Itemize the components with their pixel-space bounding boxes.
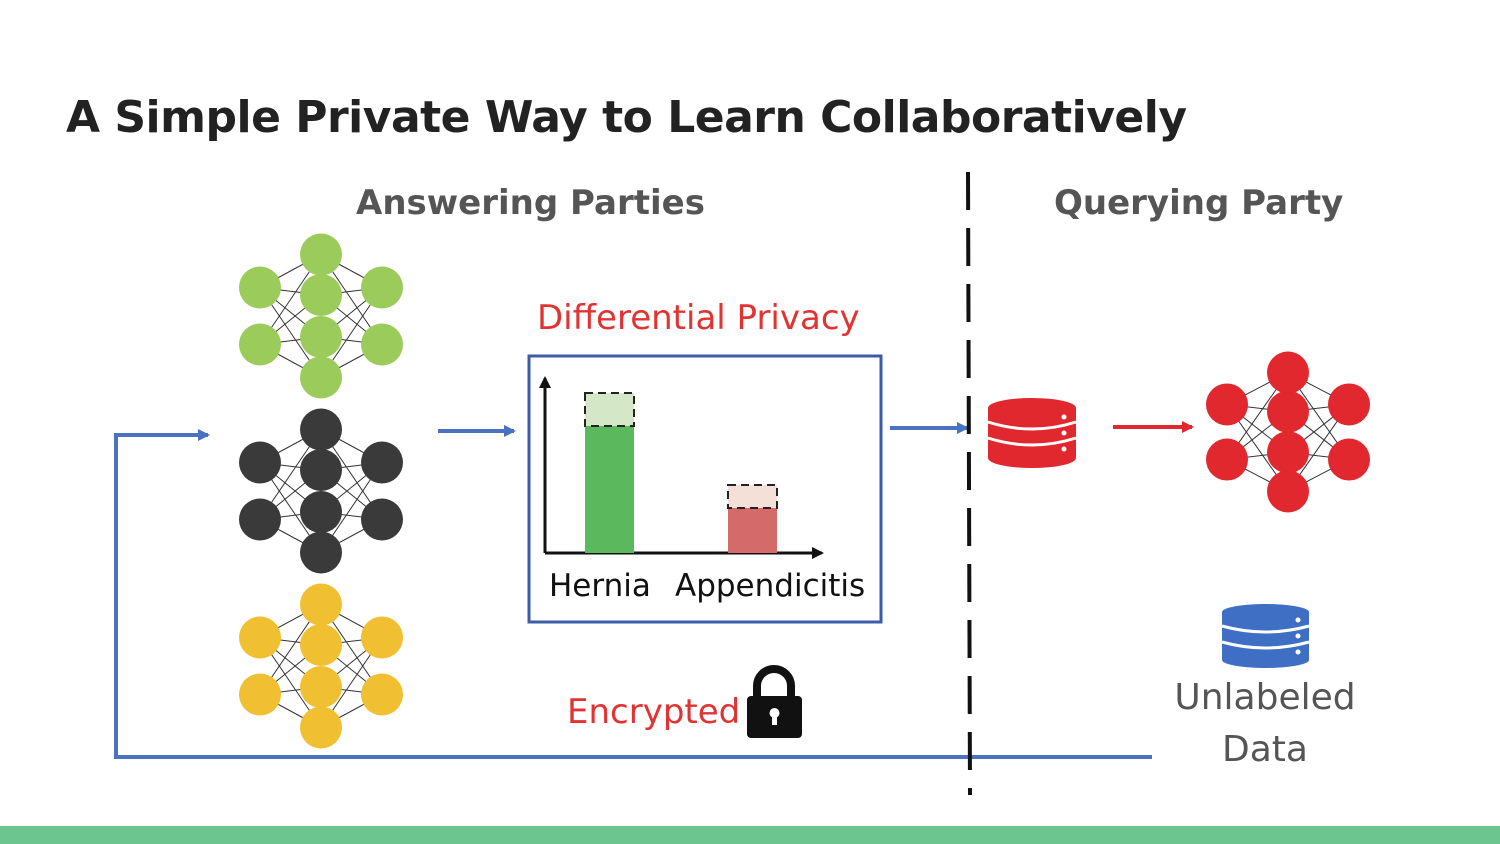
network-node [239, 266, 281, 309]
dark-neural-network-icon [239, 408, 403, 574]
red-neural-network-icon [1206, 351, 1370, 513]
network-node [1267, 431, 1309, 474]
unlabeled-line1: Unlabeled [1174, 677, 1356, 718]
bar-label-hernia: Hernia [549, 568, 651, 604]
network-node [239, 323, 281, 366]
differential-privacy-label: Differential Privacy [537, 298, 860, 338]
network-node [1267, 390, 1309, 433]
network-node [239, 616, 281, 659]
network-node [300, 356, 342, 399]
network-node [239, 441, 281, 484]
network-node [300, 449, 342, 491]
network-node [361, 673, 403, 716]
yellow-neural-network-icon [239, 583, 403, 749]
network-node [361, 616, 403, 659]
encrypted-label: Encrypted [567, 692, 741, 732]
answering-parties-heading: Answering Parties [356, 183, 705, 223]
network-node [239, 673, 281, 716]
network-node [300, 316, 342, 358]
network-node [1206, 383, 1248, 426]
unlabeled-data-label: Unlabeled Data [1165, 672, 1365, 776]
green-neural-network-icon [239, 233, 403, 399]
differential-privacy-box [527, 354, 883, 624]
network-node [300, 583, 342, 626]
network-node [361, 266, 403, 309]
bar-hernia [585, 426, 634, 553]
blue-database-icon [1221, 604, 1310, 668]
network-node [1328, 438, 1370, 481]
lock-icon [747, 665, 802, 738]
feedback-loop-arrow [114, 429, 1152, 759]
footer-bar [0, 826, 1500, 844]
network-node [361, 323, 403, 366]
network-node [239, 498, 281, 541]
noise-box-hernia [584, 392, 635, 427]
bar-appendicitis [728, 508, 777, 553]
network-node [1328, 383, 1370, 426]
network-node [300, 531, 342, 574]
red-database-icon [987, 398, 1077, 468]
network-node [361, 441, 403, 484]
party-divider [966, 171, 972, 796]
network-node [300, 491, 342, 533]
network-node [300, 408, 342, 451]
network-node [1267, 470, 1309, 513]
network-node [300, 274, 342, 316]
noise-box-appendicitis [727, 484, 778, 509]
network-node [300, 624, 342, 666]
bar-label-appendicitis: Appendicitis [675, 568, 866, 604]
network-node [1206, 438, 1248, 481]
network-node [1267, 351, 1309, 394]
querying-party-heading: Querying Party [1054, 183, 1344, 223]
page-title: A Simple Private Way to Learn Collaborat… [66, 92, 1187, 143]
network-node [361, 498, 403, 541]
network-node [300, 706, 342, 749]
unlabeled-line2: Data [1222, 729, 1308, 770]
network-node [300, 233, 342, 276]
network-node [300, 666, 342, 708]
